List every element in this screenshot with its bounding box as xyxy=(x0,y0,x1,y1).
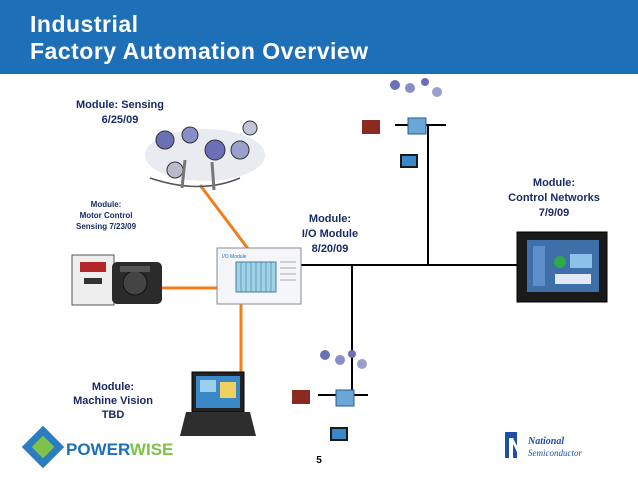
svg-text:National: National xyxy=(527,436,564,447)
module-networks-date: 7/9/09 xyxy=(538,207,570,219)
module-vision-name: Machine Vision xyxy=(73,395,153,407)
top-network-node-image xyxy=(362,78,442,168)
module-motor-name: Motor Control xyxy=(79,211,133,220)
svg-text:Semiconductor: Semiconductor xyxy=(528,448,582,458)
bottom-network-node-image xyxy=(292,350,367,441)
hmi-panel-image xyxy=(516,231,608,303)
module-motor-label: Module: Motor Control Sensing 7/23/09 xyxy=(66,199,146,232)
module-networks-name: Control Networks xyxy=(508,192,600,204)
io-module-image: I/O Module xyxy=(216,247,302,305)
motor-drive-image xyxy=(71,254,162,306)
module-vision-title: Module: xyxy=(91,381,135,393)
module-vision-status: TBD xyxy=(101,409,125,421)
module-sensing-date: 6/25/09 xyxy=(101,114,139,126)
slide-title-line2: Factory Automation Overview xyxy=(30,38,369,64)
module-vision-label: Module: Machine Vision TBD xyxy=(58,380,168,422)
module-io-name: I/O Module xyxy=(301,228,359,240)
module-io-date: 8/20/09 xyxy=(311,243,349,255)
slide-title-line1: Industrial xyxy=(30,11,139,37)
module-motor-title: Module: xyxy=(90,200,122,209)
module-motor-date: Sensing 7/23/09 xyxy=(75,222,137,231)
svg-text:POWERWISE: POWERWISE xyxy=(66,440,173,459)
title-bar xyxy=(0,0,638,74)
page-number: 5 xyxy=(316,455,322,466)
module-sensing-title: Module: Sensing xyxy=(76,99,164,111)
module-networks-label: Module: Control Networks 7/9/09 xyxy=(490,176,618,221)
module-io-label: Module: I/O Module 8/20/09 xyxy=(290,212,370,257)
powerwise-logo: POWERWISE xyxy=(21,425,173,469)
module-io-title: Module: xyxy=(308,213,352,225)
svg-text:I/O Module: I/O Module xyxy=(222,254,247,260)
sensors-cluster-image xyxy=(145,120,265,191)
module-sensing-label: Module: Sensing 6/25/09 xyxy=(60,98,180,128)
module-networks-title: Module: xyxy=(532,177,576,189)
national-logo: National Semiconductor xyxy=(505,432,582,458)
vision-laptop-image xyxy=(180,371,256,436)
